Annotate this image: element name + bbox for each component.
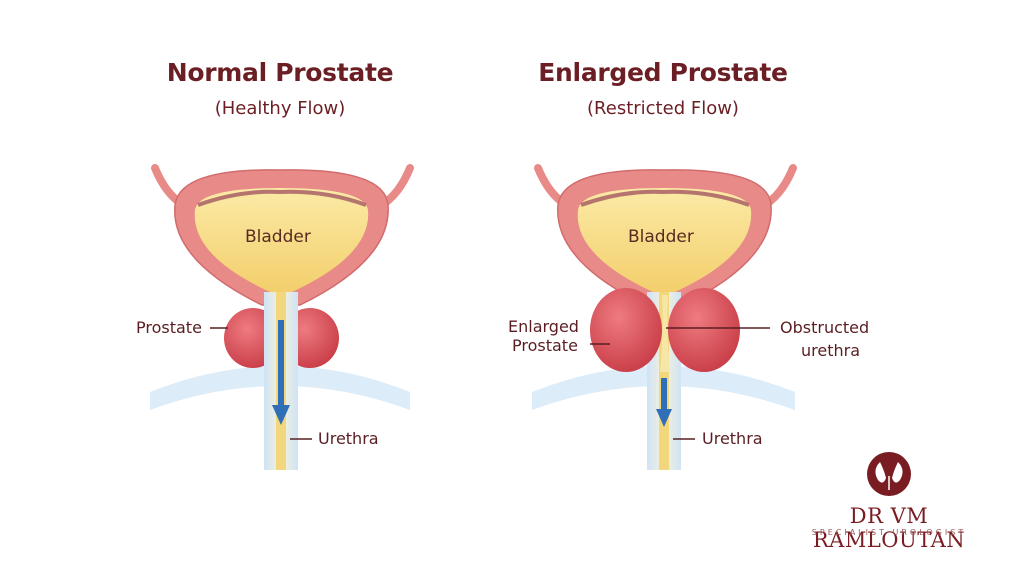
bladder-top-membrane bbox=[197, 189, 367, 207]
left-panel-subtitle: (Healthy Flow) bbox=[214, 98, 346, 119]
enlarged-prostate-label-line2: Prostate bbox=[512, 336, 578, 355]
flow-arrow-head bbox=[656, 409, 672, 427]
left-urethra-label: Urethra bbox=[318, 429, 379, 448]
enlarged-prostate-left-lobe bbox=[590, 288, 662, 372]
logo-circle bbox=[867, 452, 911, 496]
brand-logo bbox=[867, 452, 911, 496]
right-panel-subtitle: (Restricted Flow) bbox=[587, 98, 739, 119]
left-panel-title: Normal Prostate bbox=[166, 58, 394, 87]
obstructed-urethra-channel bbox=[660, 295, 670, 372]
pelvic-floor-arc bbox=[150, 366, 410, 410]
bladder-lumen bbox=[577, 188, 752, 292]
pelvic-floor-arc bbox=[532, 366, 795, 410]
brand-name: DR VM RAMLOUTAN bbox=[812, 504, 966, 552]
left-prostate-label: Prostate bbox=[136, 318, 202, 337]
brand-tagline: SPECIALIST UROLOGIST bbox=[811, 528, 967, 537]
right-bladder-label: Bladder bbox=[628, 227, 694, 247]
enlarged-prostate-right-lobe bbox=[668, 288, 740, 372]
right-panel-title: Enlarged Prostate bbox=[538, 58, 788, 87]
bladder-lumen bbox=[194, 188, 369, 292]
enlarged-prostate-label-line1: Enlarged bbox=[508, 317, 579, 336]
left-panel-illustration bbox=[150, 164, 414, 470]
bladder-top-membrane bbox=[580, 189, 750, 207]
kidney-icon bbox=[875, 462, 903, 483]
obstructed-urethra-label-line1: Obstructed bbox=[780, 318, 870, 337]
right-urethra-label: Urethra bbox=[702, 429, 763, 448]
left-bladder-label: Bladder bbox=[245, 227, 311, 247]
obstructed-urethra-label-line2: urethra bbox=[801, 341, 861, 360]
flow-arrow-head bbox=[272, 405, 290, 425]
right-panel-illustration bbox=[532, 164, 797, 470]
